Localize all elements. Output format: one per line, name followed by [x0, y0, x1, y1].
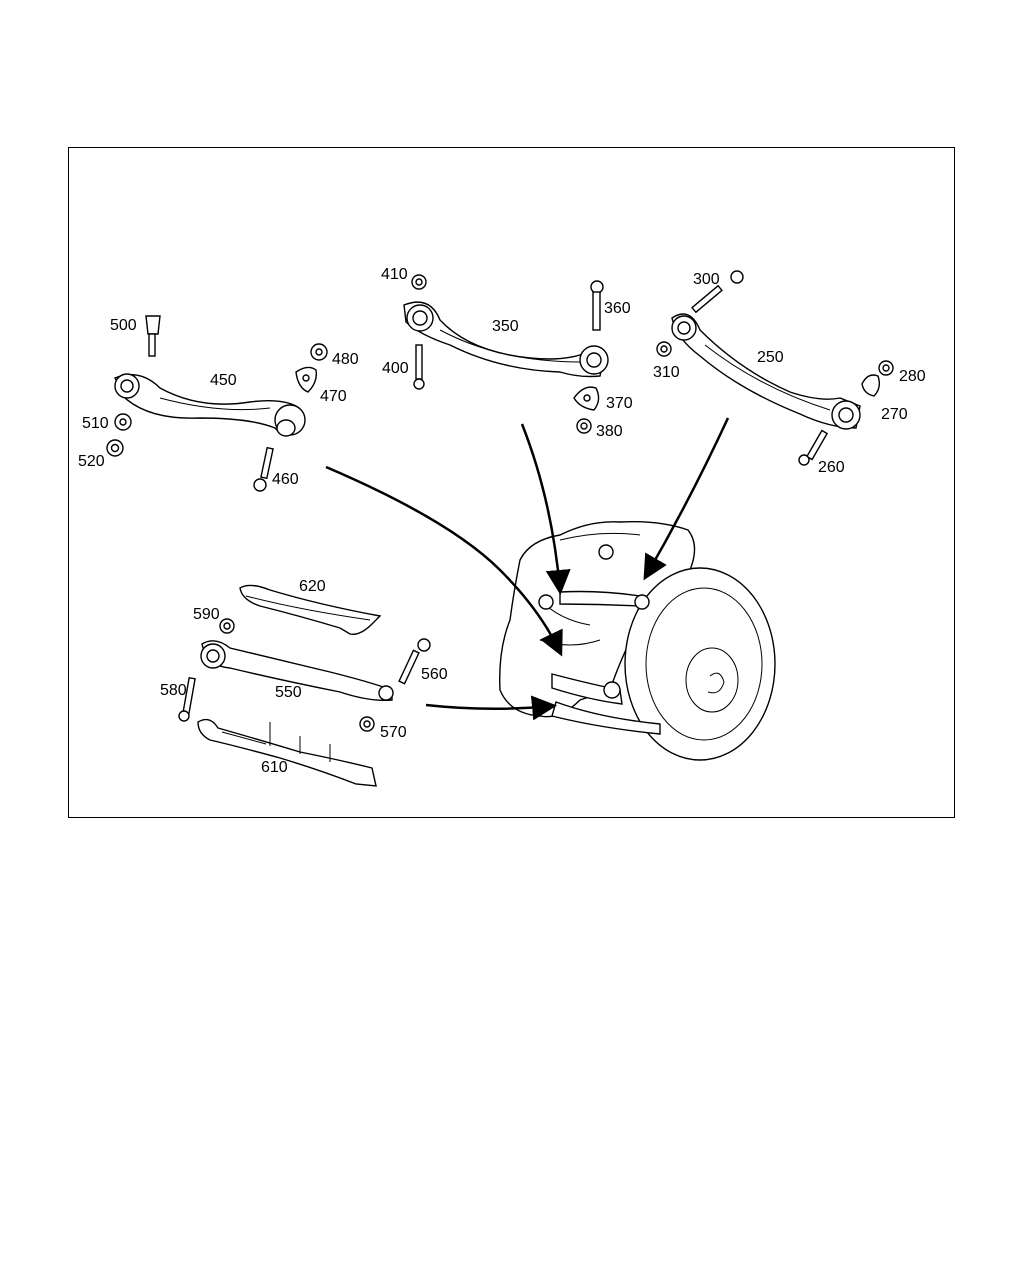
bolt-360 [590, 280, 604, 331]
plate-270 [861, 374, 881, 397]
label-300: 300 [693, 271, 720, 288]
control-arm-250 [671, 313, 861, 430]
part-labels: 500 450 510 520 460 480 470 410 350 360 … [78, 266, 926, 776]
bolt-300 [691, 270, 744, 314]
label-470: 470 [320, 388, 347, 405]
nut-380 [576, 418, 592, 434]
label-270: 270 [881, 406, 908, 423]
shield-610 [197, 718, 377, 787]
label-480: 480 [332, 351, 359, 368]
label-250: 250 [757, 349, 784, 366]
washer-480 [310, 343, 328, 361]
label-520: 520 [78, 453, 105, 470]
plate-370 [573, 386, 600, 411]
nut-310 [656, 341, 672, 357]
label-550: 550 [275, 684, 302, 701]
assembly-arrows [325, 417, 730, 721]
diagram-frame [68, 147, 955, 818]
washer-410 [411, 274, 427, 290]
bolt-580 [178, 676, 196, 722]
wheel-carrier-assembly [499, 521, 776, 761]
nut-570 [359, 716, 375, 732]
label-620: 620 [299, 578, 326, 595]
bolt-560 [398, 638, 431, 685]
bolt-400 [413, 344, 425, 390]
label-410: 410 [381, 266, 408, 283]
control-arm-350 [403, 301, 609, 378]
label-370: 370 [606, 395, 633, 412]
bolt-460 [253, 446, 274, 492]
label-460: 460 [272, 471, 299, 488]
control-arm-450 [114, 373, 306, 437]
label-510: 510 [82, 415, 109, 432]
washer-510 [114, 413, 132, 431]
label-590: 590 [193, 606, 220, 623]
label-610: 610 [261, 759, 288, 776]
bolt-260 [798, 429, 829, 466]
washer-280 [878, 360, 894, 376]
label-350: 350 [492, 318, 519, 335]
label-560: 560 [421, 666, 448, 683]
label-400: 400 [382, 360, 409, 377]
label-280: 280 [899, 368, 926, 385]
label-450: 450 [210, 372, 237, 389]
label-380: 380 [596, 423, 623, 440]
plate-470 [295, 366, 318, 393]
control-arm-550 [200, 640, 394, 702]
bolt-500 [145, 315, 161, 357]
nut-520 [106, 439, 124, 457]
label-360: 360 [604, 300, 631, 317]
label-570: 570 [380, 724, 407, 741]
cover-620 [239, 584, 382, 635]
label-580: 580 [160, 682, 187, 699]
label-310: 310 [653, 364, 680, 381]
label-500: 500 [110, 317, 137, 334]
washer-590 [219, 618, 235, 634]
label-260: 260 [818, 459, 845, 476]
